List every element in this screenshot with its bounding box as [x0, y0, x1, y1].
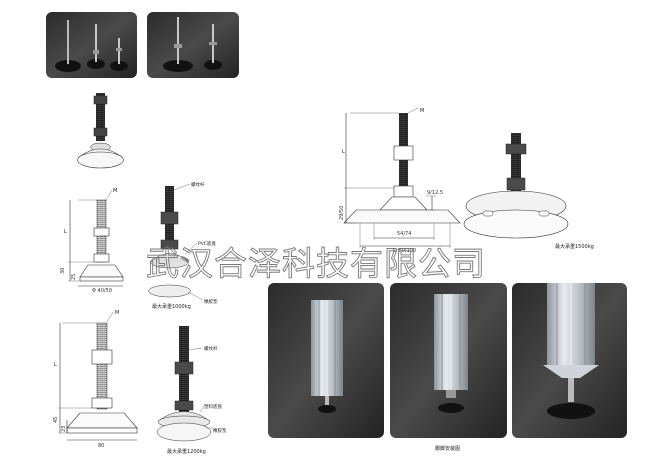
dim-45: 45: [53, 417, 59, 423]
dim-diameter-40-50: Φ 40/50: [92, 288, 112, 294]
label-plastic-base: 塑料底盘: [204, 403, 222, 410]
label-l: L: [64, 229, 67, 235]
photo-install-2: 脚脚安装图: [390, 283, 507, 452]
dim-25: 25: [71, 274, 77, 280]
label-rubber-pad: 橡胶垫: [204, 298, 218, 305]
dim-80: 80: [98, 443, 104, 449]
foot-sketch-5: 螺纹杆 塑料底盘 橡胶垫 最大承重1200kg: [156, 326, 227, 455]
dim-54-74: 54/74: [397, 231, 411, 237]
photo-install-1: [268, 283, 384, 438]
foot-drawing-4: M L 45 23 80: [53, 310, 138, 449]
label-thread-rod: 螺纹杆: [191, 181, 205, 188]
foot-drawing-2: M L 30 25 Φ 40/50: [60, 188, 124, 294]
foot-sketch-1: [77, 93, 124, 169]
label-m: M: [420, 108, 424, 114]
dim-23: 23: [61, 426, 67, 432]
dim-9-12-5: 9/12.5: [427, 190, 443, 196]
watermark-company-name: 武汉合泽科技有限公司: [146, 244, 486, 283]
foot-sketch-3: 螺纹杆 PVC底盘 最大承重1000kg 橡胶垫: [148, 181, 218, 310]
photo-install-3: [512, 283, 627, 438]
dim-diameter-80-100: Φ 80/100: [393, 248, 416, 254]
label-l: L: [342, 149, 345, 155]
foot-drawing-6: M L 29/50 9/12.5 54/74 Φ 80/100: [339, 107, 461, 254]
label-m: M: [113, 188, 117, 194]
foot-sketch-7: 最大承重1500kg: [463, 133, 594, 250]
label-install-caption: 脚脚安装图: [435, 445, 460, 452]
label-max-load-1000: 最大承重1000kg: [152, 303, 191, 310]
label-thread-rod: 螺纹杆: [204, 345, 218, 352]
photo-feet-set-2: [147, 12, 239, 78]
dim-30: 30: [60, 268, 66, 274]
label-rubber-pad: 橡胶垫: [213, 427, 227, 434]
label-max-load-1200: 最大承重1200kg: [167, 448, 206, 455]
photo-feet-set-1: [46, 12, 137, 78]
dim-29-50: 29/50: [339, 206, 345, 220]
label-max-load-1500: 最大承重1500kg: [555, 243, 594, 250]
label-l: L: [54, 362, 57, 368]
label-pvc-base: PVC底盘: [198, 240, 216, 247]
label-m: M: [115, 310, 119, 316]
